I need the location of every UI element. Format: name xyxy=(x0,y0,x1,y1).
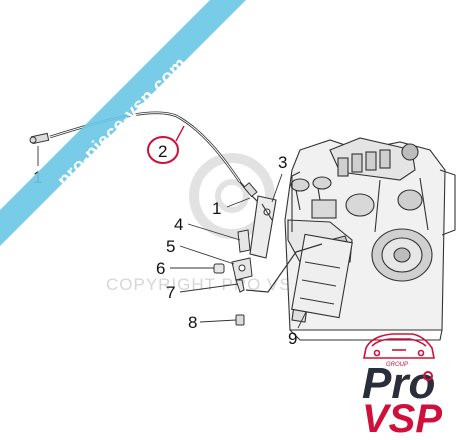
lever-assembly xyxy=(213,229,253,293)
callout-3: 3 xyxy=(278,153,287,172)
callout-4: 4 xyxy=(174,215,183,234)
car-outline-icon xyxy=(363,333,435,359)
engine-drawing xyxy=(284,137,456,341)
website-ribbon: pro-piece-vsp.com xyxy=(0,0,246,246)
pro-vsp-logo: GROUP Pro VSP xyxy=(362,333,442,440)
cable-bracket xyxy=(249,195,277,259)
callout-2: 2 xyxy=(158,142,167,161)
logo-dot-icon xyxy=(423,371,433,381)
callout-5: 5 xyxy=(166,237,175,256)
logo-group-text: GROUP xyxy=(386,362,408,368)
copyright-watermark: COPYRIGHT PRO VSP xyxy=(106,153,304,294)
copyright-watermark-text: COPYRIGHT PRO VSP xyxy=(106,275,304,294)
callout-labels: 1 2 3 1 4 5 6 7 8 9 xyxy=(33,142,297,348)
callout-1-center: 1 xyxy=(212,199,221,218)
logo-pro-text: Pro xyxy=(362,359,435,408)
callout-6: 6 xyxy=(156,259,165,278)
bolt-part xyxy=(235,314,245,326)
callout-7: 7 xyxy=(166,283,175,302)
cable-end-fitting xyxy=(29,132,50,145)
part-2-highlight xyxy=(147,125,185,164)
leader-lines xyxy=(37,146,307,329)
callout-8: 8 xyxy=(188,313,197,332)
logo-vsp-text: VSP xyxy=(362,397,442,440)
ribbon-text: pro-piece-vsp.com xyxy=(53,53,191,191)
linkage-rod xyxy=(245,243,323,293)
callout-9: 9 xyxy=(288,329,297,348)
